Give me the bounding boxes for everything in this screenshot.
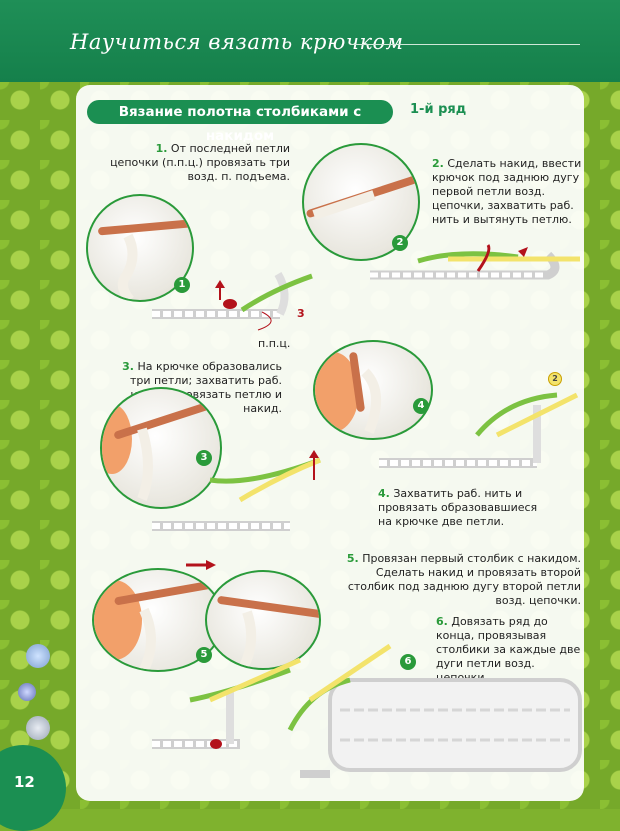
hook-photo-illustration	[306, 171, 418, 220]
page-number: 12	[14, 773, 35, 791]
step-badge-4: 4	[413, 398, 429, 414]
step-4-photo	[313, 340, 433, 440]
header-divider	[350, 44, 580, 45]
ppc-label: п.п.ц.	[258, 337, 291, 350]
step-2-diagram	[370, 244, 580, 280]
step-6-diagram	[287, 643, 582, 778]
bead-decoration	[26, 716, 50, 740]
hook-photo-illustration	[102, 396, 220, 501]
page-header: Научиться вязать крючком	[0, 0, 620, 82]
step-1-diagram	[152, 271, 313, 331]
step-2-text: 2. Сделать накид, ввести крючок под задн…	[432, 157, 582, 226]
step-3-diagram	[152, 450, 321, 531]
step-4-diagram	[379, 392, 579, 468]
step-5-text: 5. Провязан первый столбик с накидом. Сд…	[346, 552, 581, 607]
step-badge-3: 3	[196, 450, 212, 466]
step-badge-2: 2	[392, 235, 408, 251]
step-badge-6: 6	[400, 654, 416, 670]
section-title: Вязание полотна столбиками с накидом	[87, 100, 393, 144]
hook-photo-illustration	[217, 596, 319, 668]
step-badge-1: 1	[174, 277, 190, 293]
hook-photo-illustration	[98, 219, 192, 300]
hook-photo-illustration	[315, 352, 382, 434]
arrow-right-icon	[186, 560, 216, 570]
header-title: Научиться вязать крючком	[70, 30, 404, 54]
bead-decoration	[26, 644, 50, 668]
row-label: 1-й ряд	[410, 102, 467, 117]
step-3-photo	[100, 387, 222, 509]
marker-three: 3	[297, 307, 305, 320]
hook-photo-illustration	[94, 577, 222, 670]
step-5-photo-b	[205, 570, 321, 670]
step-1-text: 1. От последней петли цепочки (п.п.ц.) п…	[110, 142, 290, 183]
step-badge-5: 5	[196, 647, 212, 663]
step-4-text: 4. Захватить раб. нить и провязать образ…	[378, 487, 538, 528]
bead-decoration	[18, 683, 36, 701]
marker-two: 2	[548, 372, 562, 386]
step-5-diagram	[152, 657, 302, 749]
